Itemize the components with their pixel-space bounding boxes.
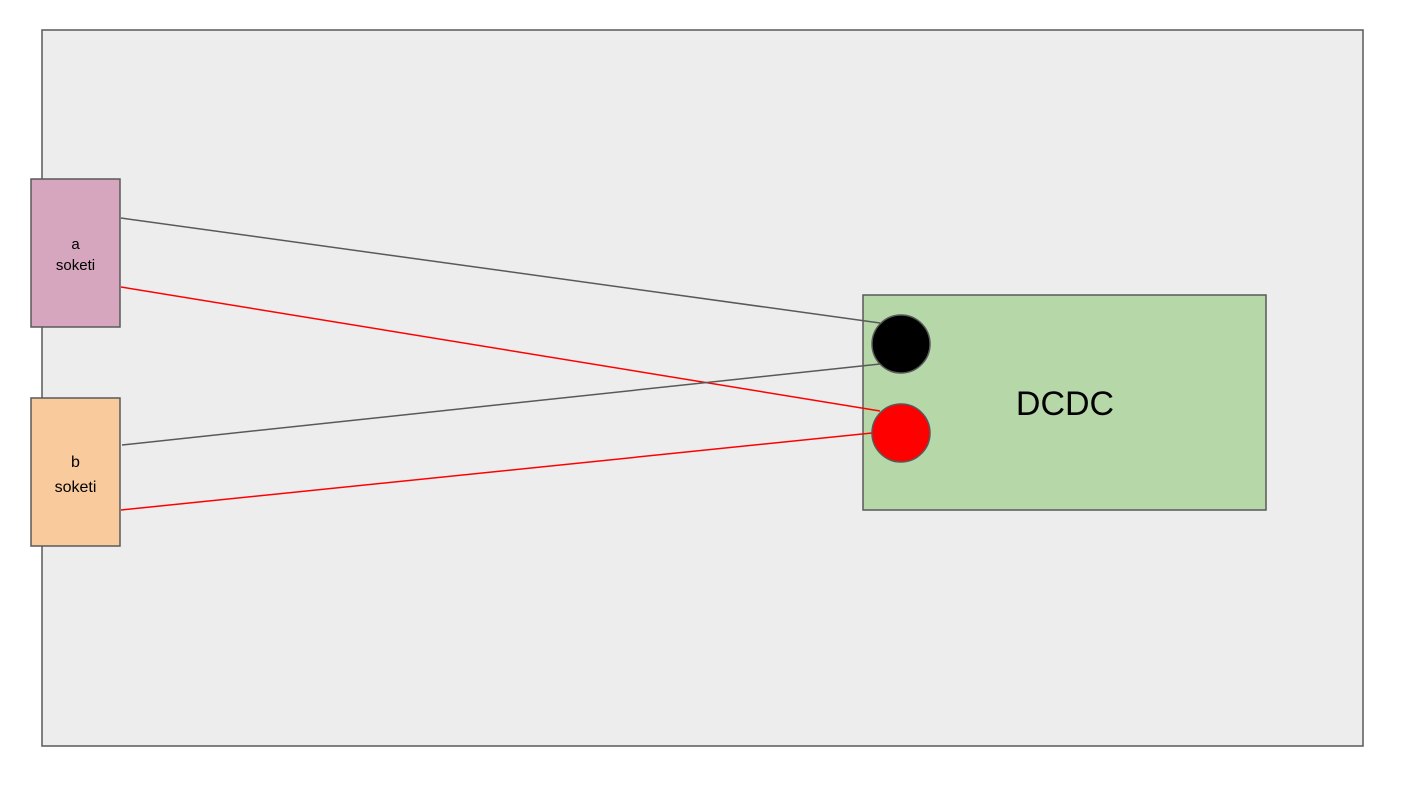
socket-b: b soketi: [30, 397, 121, 547]
wire-b-power: [120, 432, 873, 511]
socket-a-label-line2: soketi: [56, 257, 95, 274]
wire-a-power: [120, 286, 881, 412]
wire-b-ground: [121, 363, 881, 446]
socket-b-rect: [30, 397, 121, 547]
socket-b-label-line2: soketi: [55, 479, 97, 496]
dcdc-converter: DCDC: [862, 294, 1267, 511]
socket-a-rect: [30, 178, 121, 328]
socket-a: a soketi: [30, 178, 121, 328]
socket-b-label-line1: b: [71, 454, 80, 471]
dcdc-label: DCDC: [1016, 385, 1114, 423]
wire-a-ground: [120, 217, 881, 324]
socket-a-label-line1: a: [71, 236, 80, 253]
negative-terminal: [871, 314, 931, 374]
positive-terminal: [871, 403, 931, 463]
dcdc-rect: [862, 294, 1267, 511]
